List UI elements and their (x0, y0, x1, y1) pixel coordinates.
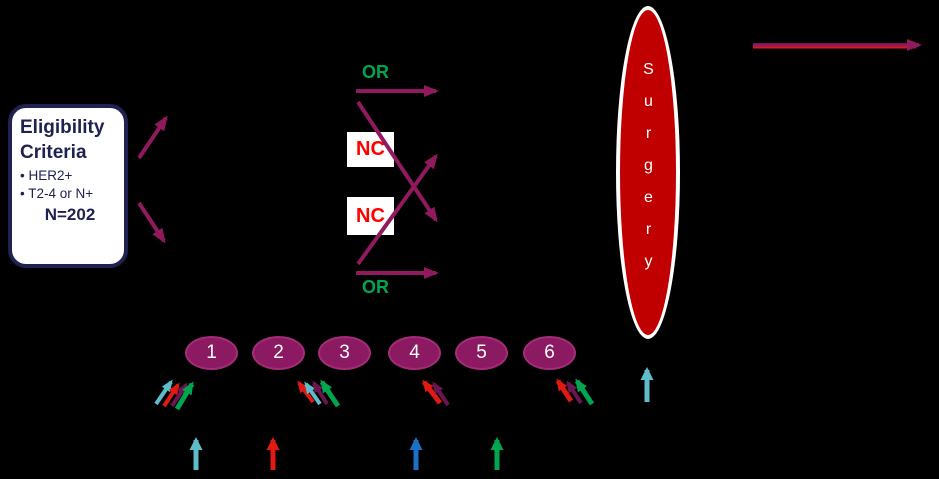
stage6-red-arrow (555, 378, 574, 403)
stage2-purple-arrow (312, 380, 329, 406)
eligibility-n-count: N=202 (44, 205, 96, 225)
stage6-purple-arrow (566, 380, 583, 405)
stage1-teal-arrow (154, 379, 173, 406)
eligibility-bullet-her2: • HER2+ (20, 168, 73, 184)
stage4-red-arrow (422, 379, 442, 405)
eligibility-title-line1: Eligibility (20, 117, 105, 138)
eligibility-title-line2: Criteria (20, 141, 87, 163)
stage-ellipse-3: 3 (318, 336, 371, 370)
stage-ellipse-5: 5 (455, 336, 508, 370)
stage1-purple-arrow (170, 382, 188, 408)
nc-label-lower: NC (347, 197, 394, 235)
eligibility-bullet-stage: • T2-4 or N+ (20, 186, 94, 202)
nc-label-upper: NC (347, 132, 394, 167)
stage1-red-arrow (162, 382, 180, 408)
stage-ellipse-6: 6 (523, 336, 576, 370)
eligibility-lower-branch-arrow (137, 201, 166, 244)
stage2-green-arrow (319, 379, 341, 408)
eligibility-criteria-box: Eligibility Criteria • HER2+ • T2-4 or N… (8, 104, 128, 268)
stage4-purple-arrow (432, 381, 450, 407)
stage-ellipse-4: 4 (388, 336, 441, 370)
surgery-label: Surgery (640, 60, 657, 285)
stage1-green-arrow (174, 381, 195, 411)
surgery-ellipse: Surgery (616, 6, 680, 339)
or-label-top: OR (362, 62, 389, 82)
stage-ellipse-1: 1 (185, 336, 238, 370)
stage-ellipse-2: 2 (252, 336, 305, 370)
or-label-bottom: OR (362, 277, 389, 297)
stage2-teal-arrow (304, 381, 322, 406)
stage6-green-arrow (574, 378, 595, 406)
eligibility-upper-branch-arrow (137, 115, 168, 160)
stage2-red-arrow (297, 380, 315, 404)
